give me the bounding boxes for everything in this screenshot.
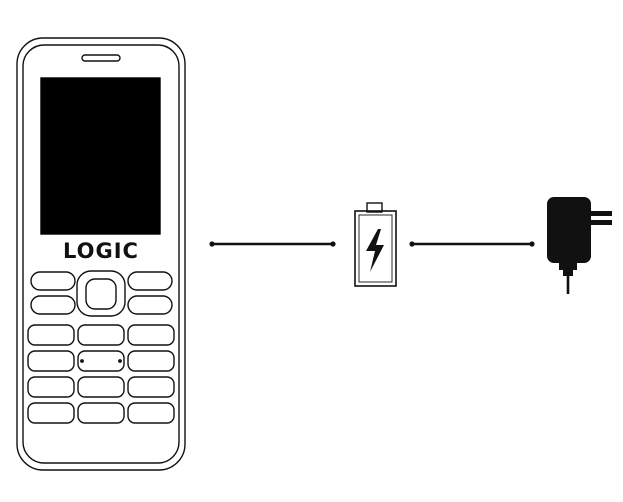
charger-prong: [590, 211, 612, 216]
key: [77, 324, 125, 346]
call-key: [30, 295, 76, 315]
feature-phone-icon: LOGIC: [16, 37, 186, 471]
key: [127, 402, 175, 424]
battery-charging-icon: [354, 202, 397, 287]
key: [127, 350, 175, 372]
phone-body: [16, 37, 186, 471]
charger-block: [547, 197, 591, 263]
key: [27, 350, 75, 372]
connector-dot: [209, 241, 215, 247]
battery-terminal: [366, 202, 383, 213]
charger-prong: [590, 220, 612, 225]
key: [77, 350, 125, 372]
lightning-bolt-icon: [366, 229, 384, 272]
battery-body: [354, 210, 397, 287]
key: [127, 324, 175, 346]
key-dot: [118, 359, 122, 363]
keypad: [27, 324, 175, 424]
key-dot: [80, 359, 84, 363]
key: [77, 376, 125, 398]
charger-strain-relief: [559, 262, 577, 270]
key: [27, 402, 75, 424]
key: [127, 376, 175, 398]
brand-logo: LOGIC: [63, 239, 139, 263]
key: [77, 402, 125, 424]
wall-charger-icon: [547, 197, 612, 294]
right-softkey: [127, 271, 173, 291]
earpiece-slot: [81, 54, 121, 62]
nav-pad-center: [85, 278, 117, 310]
connector-dot: [409, 241, 415, 247]
battery-inner: [358, 214, 393, 283]
phone-screen: [40, 77, 161, 235]
end-key: [127, 295, 173, 315]
nav-pad-outer: [76, 270, 126, 317]
connector-dot: [330, 241, 336, 247]
connector-dot: [529, 241, 535, 247]
left-softkey: [30, 271, 76, 291]
charger-strain-relief-2: [563, 269, 573, 276]
key: [27, 324, 75, 346]
phone-body-inner: [22, 44, 180, 464]
key: [27, 376, 75, 398]
